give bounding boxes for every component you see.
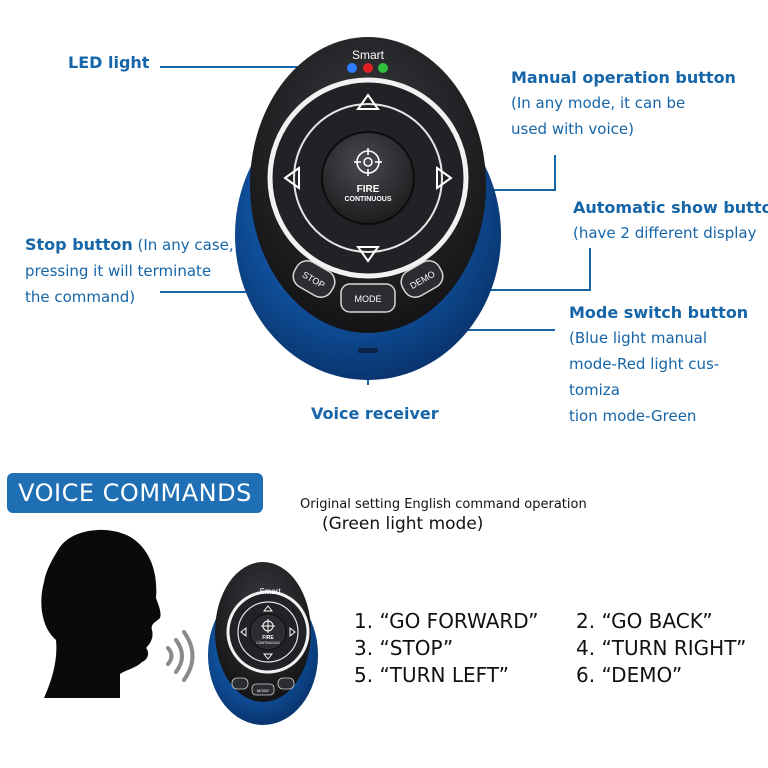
small-crosshair-icon <box>261 619 275 633</box>
small-fire-label: FIRE <box>262 635 274 641</box>
fire-button[interactable] <box>321 131 415 225</box>
mode-button-label: MODE <box>355 294 382 304</box>
small-stop-button <box>231 677 249 690</box>
voice-illustration: FIRE CONTINUOUS Smart MODE <box>41 529 318 725</box>
command-item: 4. “TURN RIGHT” <box>576 636 747 660</box>
voice-receiver-slot <box>358 348 378 353</box>
arrow-up-icon[interactable] <box>356 93 380 110</box>
sound-waves-icon <box>166 630 195 682</box>
callout-stop-desc: Stop button (In any case, pressing it wi… <box>25 232 234 310</box>
small-arrow-up-icon <box>262 605 274 612</box>
callout-manual-line: (In any mode, it can be <box>511 94 686 112</box>
fire-label: FIRE <box>357 184 380 195</box>
command-item: 2. “GO BACK” <box>576 609 713 633</box>
callout-mode-line: tion mode-Green <box>569 407 697 425</box>
led-red <box>363 63 373 73</box>
hair-spike <box>52 530 104 564</box>
callout-mode-line: (Blue light manual <box>569 329 708 347</box>
command-item: 3. “STOP” <box>354 636 454 660</box>
callout-mode-line: mode-Red light cus- <box>569 355 720 373</box>
mode-button[interactable]: MODE <box>340 283 396 313</box>
stop-button[interactable]: STOP <box>289 256 339 301</box>
small-demo-button <box>277 677 295 690</box>
callout-auto-title: Automatic show button <box>573 198 768 217</box>
callout-manual-desc: (In any mode, it can be used with voice) <box>511 90 685 142</box>
small-device-inner-ring <box>237 601 299 663</box>
callout-mode-line: tomiza <box>569 381 620 399</box>
arrow-down-icon[interactable] <box>356 246 380 263</box>
callout-stop-line: the command) <box>25 288 136 306</box>
green-light-mode-note: (Green light mode) <box>322 514 484 534</box>
callout-stop-inline: (In any case, <box>132 236 234 254</box>
small-continuous-label: CONTINUOUS <box>256 641 280 645</box>
callout-manual-title: Manual operation button <box>511 68 736 87</box>
callout-manual-line: used with voice) <box>511 120 634 138</box>
small-arrow-left-icon <box>240 626 247 638</box>
command-setting-note: Original setting English command operati… <box>300 497 587 512</box>
arrow-left-icon[interactable] <box>283 166 300 190</box>
brand-label: Smart <box>352 48 385 62</box>
small-mode-button <box>251 683 275 696</box>
callout-stop-line: pressing it will terminate <box>25 262 212 280</box>
remote-device: FIRE CONTINUOUS Smart STOP MODE DEMO <box>235 37 501 380</box>
led-blue <box>347 63 357 73</box>
callout-led-title: LED light <box>68 53 150 72</box>
command-item: 1. “GO FORWARD” <box>354 609 539 633</box>
callout-stop-line-first: Stop button (In any case, <box>25 232 234 258</box>
continuous-label: CONTINUOUS <box>344 196 391 203</box>
led-green <box>378 63 388 73</box>
small-arrow-down-icon <box>262 653 274 660</box>
command-item: 6. “DEMO” <box>576 663 683 687</box>
arrow-right-icon[interactable] <box>436 166 453 190</box>
small-arrow-right-icon <box>289 626 296 638</box>
command-item: 5. “TURN LEFT” <box>354 663 509 687</box>
crosshair-icon <box>354 148 382 176</box>
voice-commands-banner: VOICE COMMANDS <box>7 473 263 513</box>
dpad-inner-ring <box>293 103 443 253</box>
callout-auto-line: (have 2 different display <box>573 224 757 242</box>
callout-auto-desc: (have 2 different display <box>573 220 756 246</box>
callout-voice-title: Voice receiver <box>311 404 439 423</box>
demo-button[interactable]: DEMO <box>397 256 447 301</box>
callout-mode-desc: (Blue light manual mode-Red light cus- t… <box>569 325 719 429</box>
small-brand-label: Smart <box>259 587 281 596</box>
small-mode-label: MODE <box>257 688 269 693</box>
person-head-silhouette <box>41 529 161 698</box>
callout-stop-title: Stop button <box>25 235 133 254</box>
callout-mode-title: Mode switch button <box>569 303 749 322</box>
